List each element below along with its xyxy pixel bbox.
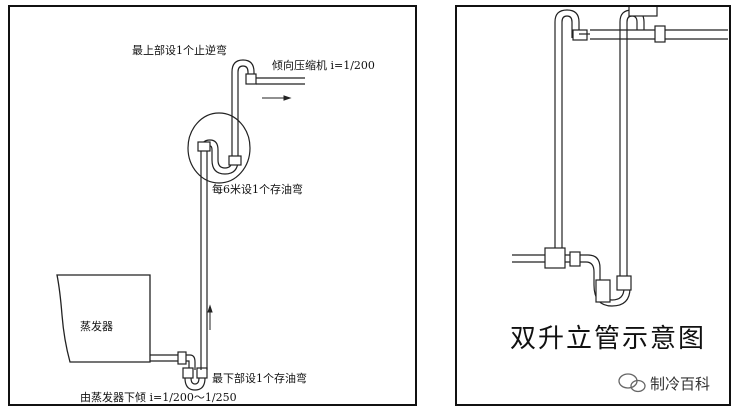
evaporator-label: 蒸发器 [80,320,113,333]
from-evaporator-label: 由蒸发器下倾 i=1/200～1/250 [80,391,237,404]
double-riser-diagram-panel [455,5,731,406]
flow-arrow-up [207,304,213,330]
flow-arrow-right [262,95,292,101]
bottom-oil-trap-label: 最下部设1个存油弯 [212,372,307,385]
double-riser-drawing [512,5,728,307]
wechat-icon [618,373,646,393]
watermark-text: 制冷百科 [650,375,711,393]
middle-oil-trap [187,90,251,184]
slope-to-compressor-label: 倾向压缩机 i=1/200 [272,59,375,72]
bottom-oil-trap [182,367,208,391]
suction-line-to-compressor [256,77,305,85]
vertical-riser-pipe [200,165,208,370]
double-riser-caption: 双升立管示意图 [510,324,707,354]
top-check-bend [231,59,257,90]
evaporator-outlet-pipe [150,351,196,370]
evaporator-box [56,274,151,363]
oil-trap-every-6m-label: 每6米设1个存油弯 [212,183,303,196]
top-check-bend-label: 最上部设1个止逆弯 [132,44,227,57]
